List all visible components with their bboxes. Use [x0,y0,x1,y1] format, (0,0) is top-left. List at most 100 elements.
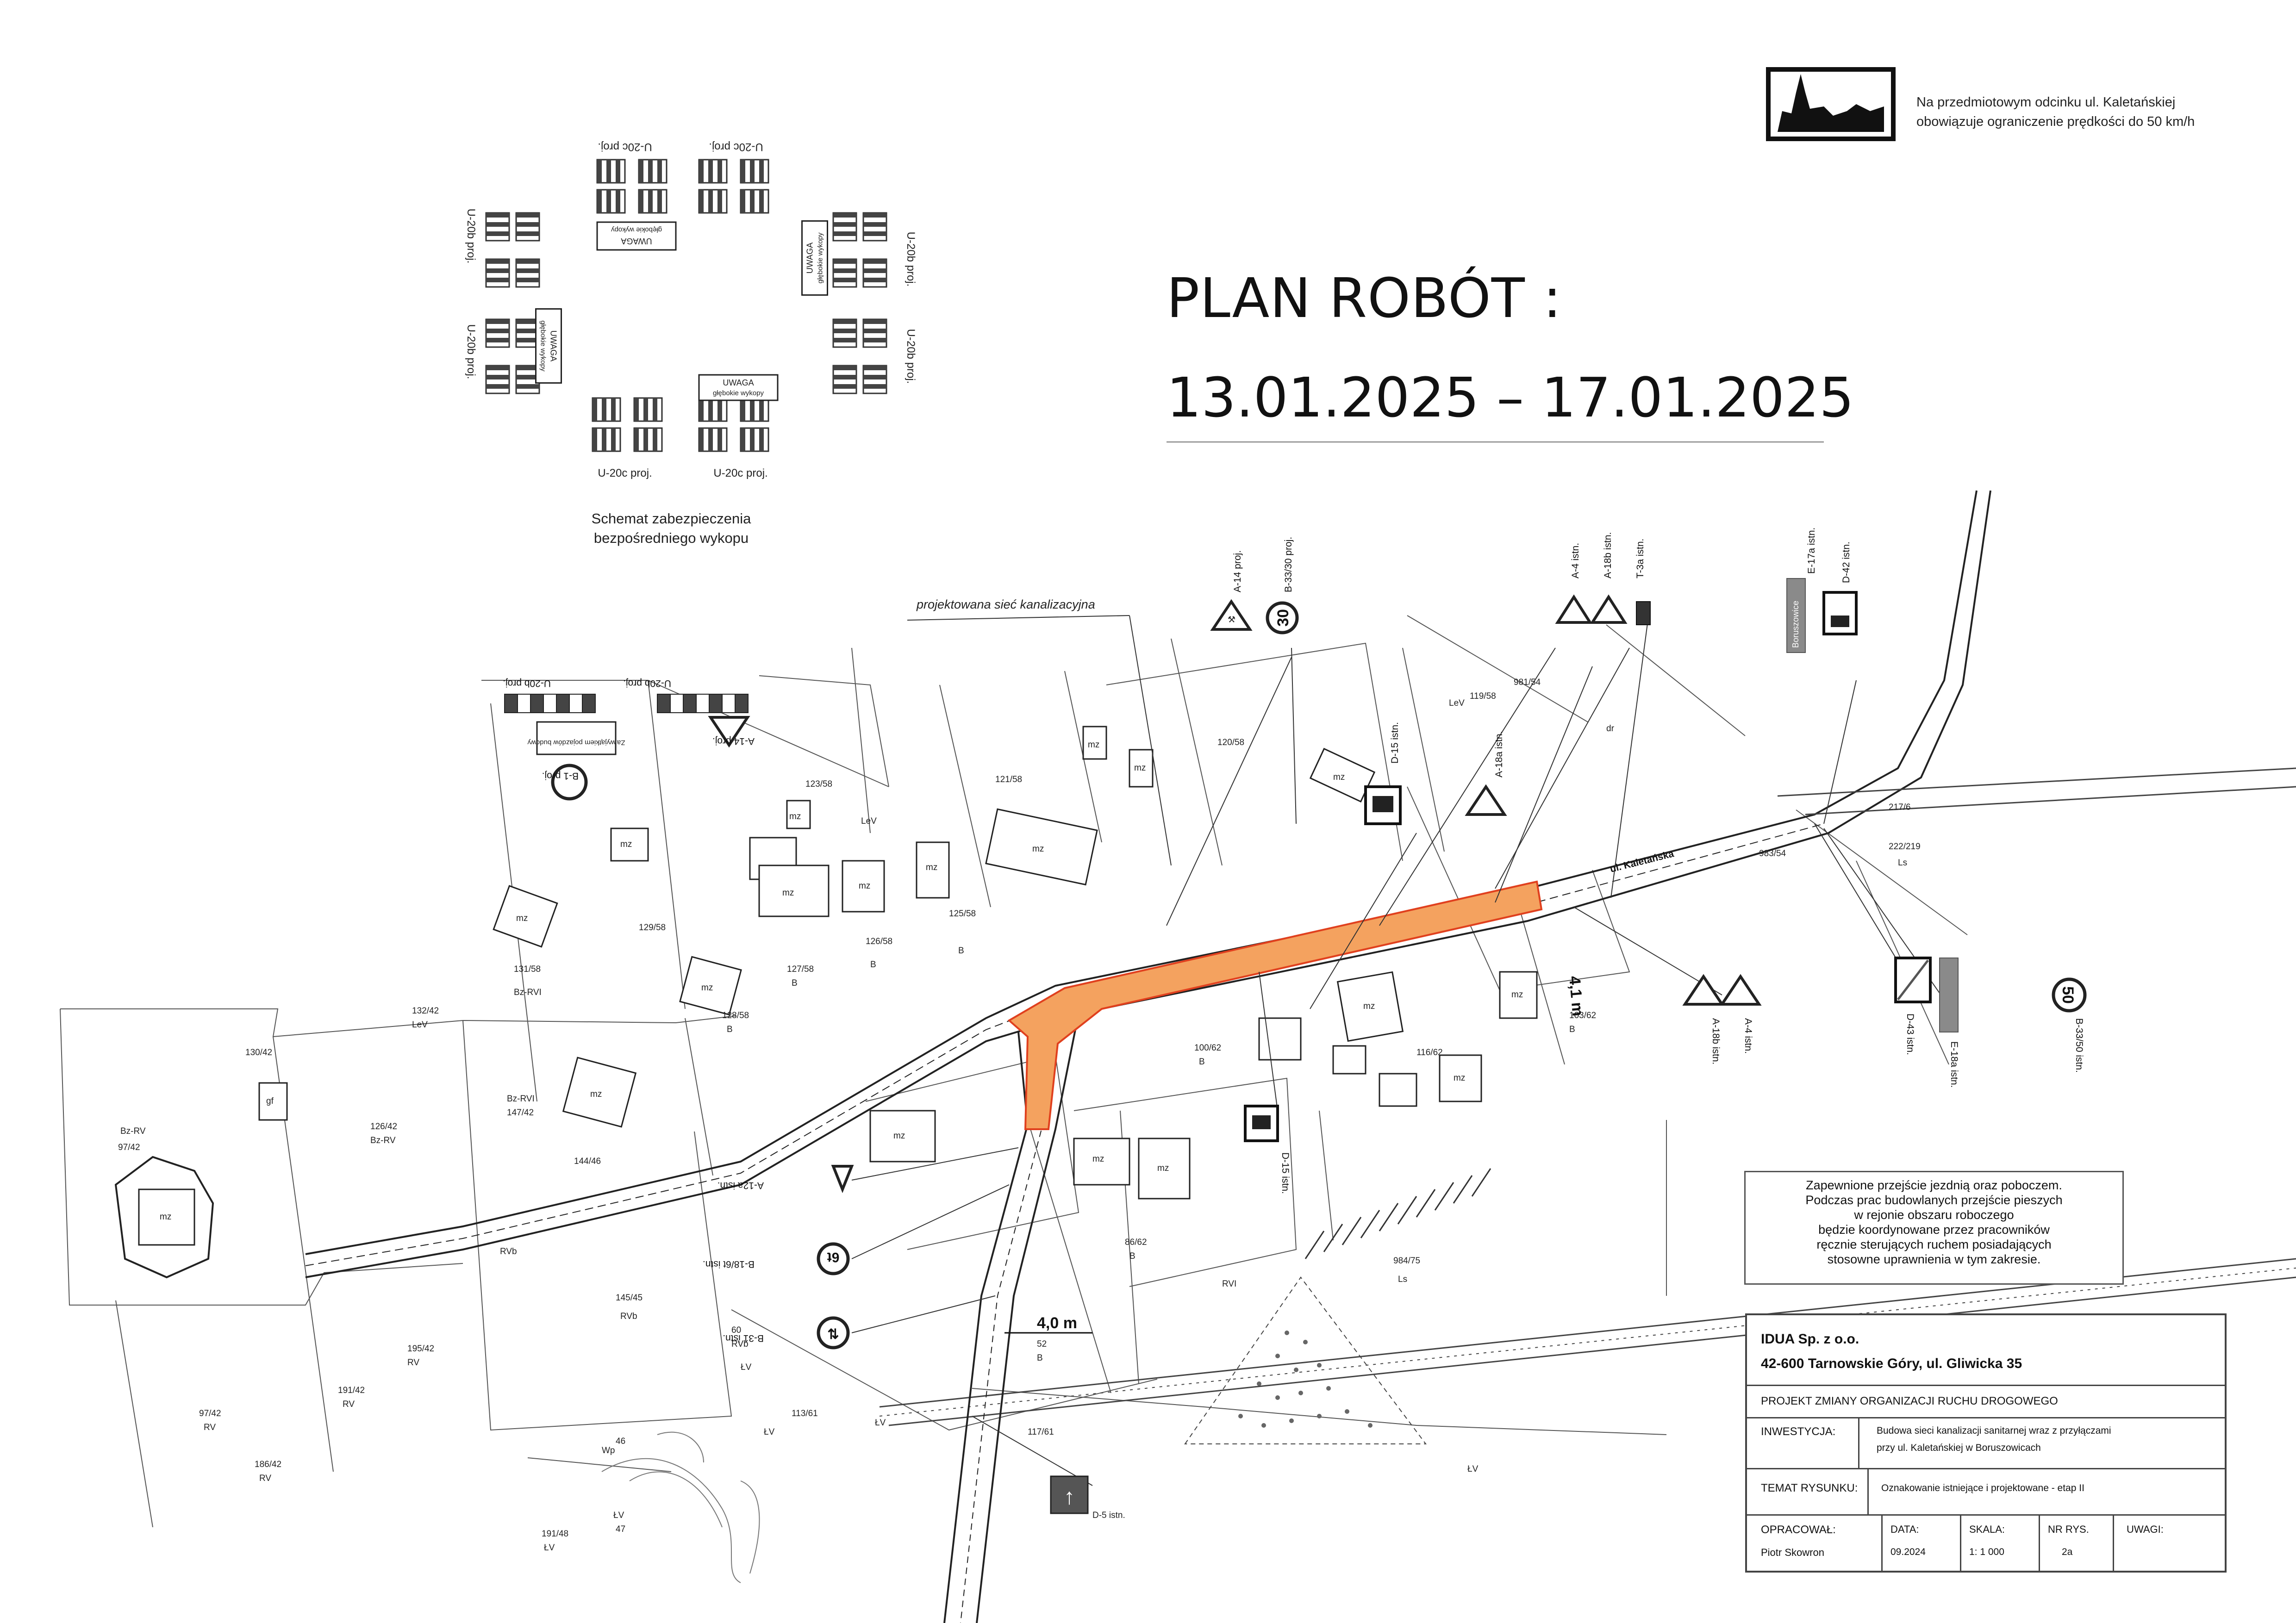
barrier-u20-icon [592,397,621,422]
parcel-label: RVb [500,1247,517,1256]
title-block-investment-row: INWESTYCJA: Budowa sieci kanalizacji san… [1747,1417,2225,1469]
barrier-u20-icon [633,427,663,452]
parcel-label: ŁV [741,1362,752,1372]
parcel-label: LeV [1449,698,1465,708]
prepared-value: Piotr Skowron [1761,1547,1824,1558]
parcel-label: ŁV [875,1418,886,1428]
schema-label: U-20c proj. [709,141,763,153]
parcel-label: 97/42 [118,1143,140,1152]
legend-project-signs: U-20b proj. U-20b proj. Za wyjątkiem poj… [503,678,755,801]
speed-note-line: obowiązuje ograniczenie prędkości do 50 … [1916,114,2195,129]
schema-label: U-20b proj. [465,324,477,379]
barrier-u20-icon [862,365,887,394]
sign-a18b-triangle-icon [1682,974,1725,1006]
sign-a18a-triangle-icon [1465,784,1507,816]
schema-caption: Schemat zabezpieczenia bezpośredniego wy… [560,509,782,548]
building-label: gf [266,1096,274,1106]
warning-plate-title: UWAGA [805,243,815,274]
sign-label: B-33/30 proj. [1283,537,1294,592]
building-label: mz [1333,772,1345,782]
embankment-hatching [1304,1168,1491,1259]
embankment-triangle [1184,1276,1427,1444]
investment-line: Budowa sieci kanalizacji sanitarnej wraz… [1877,1425,2111,1436]
building-label: mz [1511,990,1523,1000]
warning-plate-title: UWAGA [549,330,558,361]
parcel-label: B [1037,1353,1043,1363]
parcel-label: ŁV [544,1543,555,1553]
parcel-label: 144/46 [574,1157,601,1166]
warning-plate-subtitle: głębokie wykopy [539,320,547,372]
barrier-u20-icon [698,189,728,214]
barrier-u20-icon [740,427,769,452]
parcel-label: B [792,978,798,988]
sign-a14-triangle-icon [708,716,750,748]
building-label: mz [701,983,713,993]
parcel-label: Bz-RV [120,1126,146,1136]
parcel-label: 128/58 [722,1011,749,1020]
network-label: projektowana sieć kanalizacyjna [916,597,1095,611]
worker-icon: ⚒ [1228,615,1235,625]
sign-label: A-14 proj. [1232,550,1243,592]
date-value: 09.2024 [1890,1547,1926,1557]
parcel-label: 191/42 [338,1386,365,1395]
parcel-label: 126/42 [370,1122,397,1132]
project-type: PROJEKT ZMIANY ORGANIZACJI RUCHU DROGOWE… [1761,1395,2058,1407]
building-label: mz [1454,1073,1465,1083]
warning-plate-subtitle: głębokie wykopy [817,232,824,284]
work-plan-title: PLAN ROBÓT : [1167,266,1562,330]
barrier-u20-icon [740,189,769,214]
schema-caption-line: Schemat zabezpieczenia [591,510,751,527]
work-zone-highlight [1007,880,1543,1130]
schema-label: U-20b proj. [905,329,917,384]
building-label: mz [160,1212,171,1222]
building-label: mz [1088,740,1099,750]
topic-label: TEMAT RYSUNKU: [1761,1482,1858,1494]
work-plan-dates: 13.01.2025 – 17.01.2025 [1167,366,1854,429]
parcel-label: Bz-RVI [514,988,542,997]
building-label: mz [1134,763,1146,773]
parcel-label: RV [204,1423,216,1432]
parcel-label: 129/58 [639,923,666,933]
sign-label: B-31 istn. [723,1333,764,1343]
parcel-label: 130/42 [245,1048,272,1057]
town-name-label: Boruszowice [1791,601,1800,648]
sign-a4-triangle-icon [1719,974,1762,1006]
road-east-branch [1777,767,2296,815]
legend-label: U-20b proj. [503,678,551,689]
sign-a4-triangle-icon [1555,594,1593,624]
parcel-label: Ls [1898,858,1907,868]
sign-label: D-15 istn. [1280,1152,1291,1194]
excavation-protection-schema: U-20c proj.U-20c proj.U-20c proj.U-20c p… [465,141,917,479]
building-label: mz [1032,844,1044,854]
parcel-label: 981/54 [1514,678,1541,687]
warning-plate-title: UWAGA [621,236,652,246]
prepared-label: OPRACOWAŁ: [1761,1524,1836,1536]
barrier-u20-icon [596,189,626,214]
map-labels: 119/58 LeV 981/54 120/58 121/58 123/58 L… [118,597,1921,1553]
schema-label: U-20c proj. [598,141,652,153]
road-name-label: ul. Kaletańska [1609,848,1675,875]
parcel-label: ŁV [764,1427,775,1437]
sign-label: D-15 istn. [1390,722,1400,764]
drawing-title-block: IDUA Sp. z o.o. 42-600 Tarnowskie Góry, … [1745,1313,2227,1573]
sign-label: D-42 istn. [1841,541,1852,583]
parcel-label: 126/58 [866,937,892,946]
building-label: mz [590,1089,602,1099]
barrier-u20-icon [832,318,857,348]
parcel-label: RVI [1222,1279,1236,1289]
building-label: mz [620,839,632,849]
parcel-label: B [1199,1057,1205,1067]
drawing-number-label: NR RYS. [2048,1524,2089,1535]
schema-label: U-20c proj. [713,467,767,479]
barrier-u20-icon [832,365,857,394]
barrier-u20-icon [740,397,769,422]
barrier-u20-icon [485,365,510,394]
parcel-label: B [958,946,964,956]
barrier-u20-icon [657,694,749,713]
contour-lines [601,1431,760,1583]
parcel-label: 125/58 [949,909,976,919]
sign-label: A-4 istn. [1570,543,1581,578]
sign-b18-weight-limit-icon [817,1242,850,1275]
company-address: 42-600 Tarnowskie Góry, ul. Gliwicka 35 [1761,1356,2022,1371]
